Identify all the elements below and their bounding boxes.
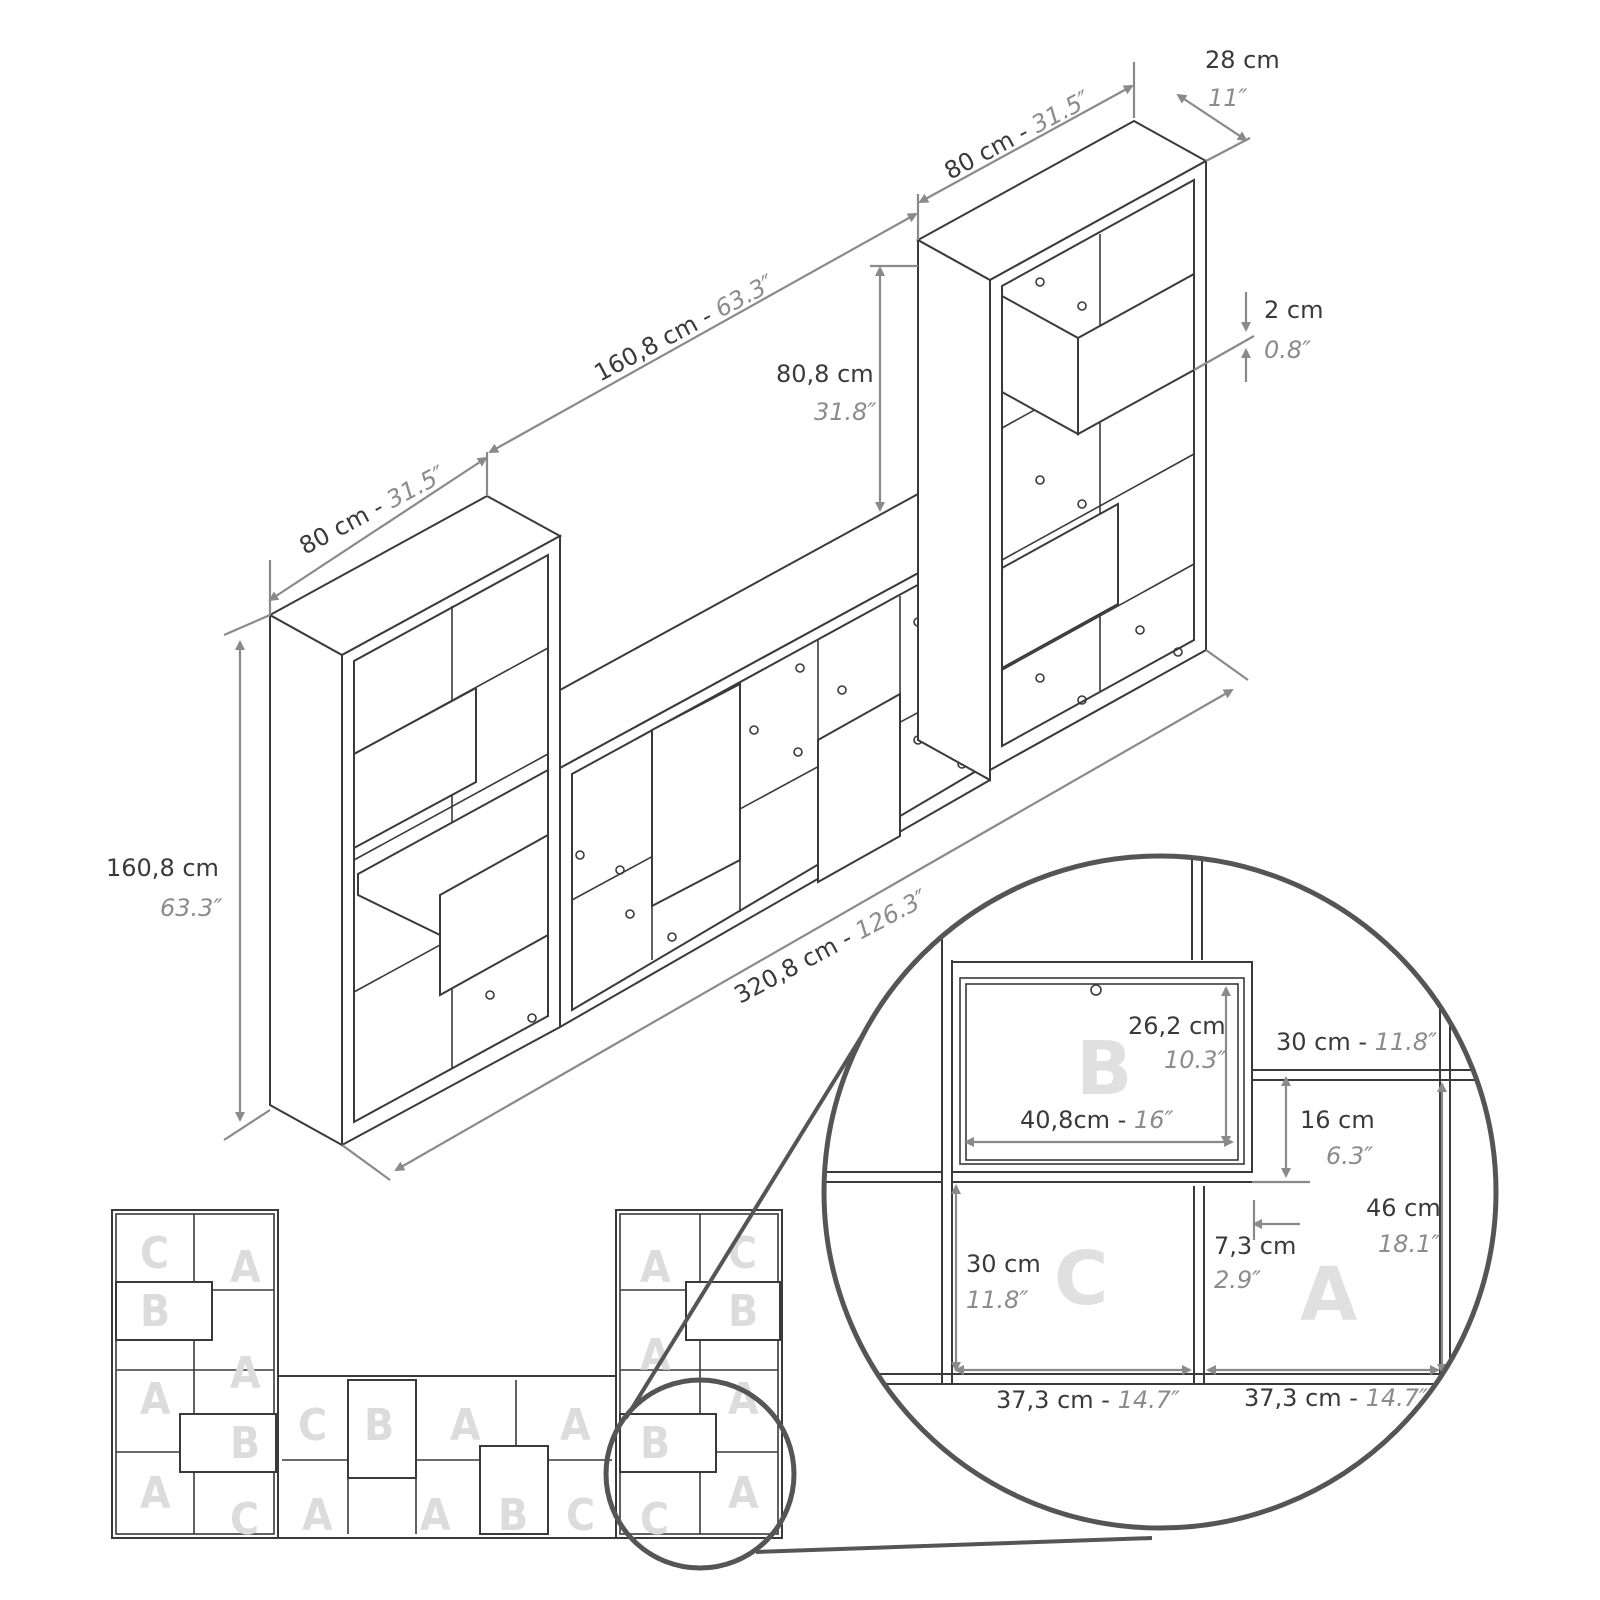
- magnifier-small-circle: [603, 1377, 797, 1571]
- middle-height-in: 31.8″: [814, 398, 876, 426]
- layout-letter: A: [140, 1374, 171, 1425]
- gap-16-in: 6.3″: [1326, 1142, 1373, 1170]
- depth-cm: 28 cm: [1205, 46, 1280, 74]
- front-layout-elevation: C A B A A B A C C B A A A A B C A C B A …: [111, 1024, 1153, 1571]
- layout-letter: A: [450, 1400, 481, 1451]
- layout-letter: C: [728, 1228, 757, 1279]
- layout-letter: A: [728, 1468, 759, 1519]
- layout-letter: B: [640, 1418, 670, 1469]
- layout-letter: A: [420, 1490, 451, 1541]
- layout-letter: B: [364, 1400, 394, 1451]
- total-height-cm: 160,8 cm: [106, 854, 219, 882]
- layout-letter: A: [640, 1242, 671, 1293]
- box-b-height-in: 10.3″: [1164, 1046, 1226, 1074]
- layout-letter: C: [230, 1494, 259, 1545]
- layout-letter: B: [230, 1418, 260, 1469]
- middle-width-label: 160,8 cm - 63.3″: [590, 269, 779, 387]
- detail-letter-c: C: [1054, 1236, 1108, 1322]
- detail-letter-b: B: [1076, 1026, 1132, 1112]
- middle-height-cm: 80,8 cm: [776, 360, 874, 388]
- offset-73-in: 2.9″: [1214, 1266, 1261, 1294]
- detail-letter-a: A: [1300, 1252, 1357, 1338]
- cell-46-in: 18.1″: [1378, 1230, 1440, 1258]
- box-b-height-cm: 26,2 cm: [1128, 1012, 1226, 1040]
- layout-letter: C: [566, 1490, 595, 1541]
- layout-letter: A: [140, 1468, 171, 1519]
- right-tower: [915, 119, 1209, 782]
- cell-c-height-in: 11.8″: [966, 1286, 1028, 1314]
- box-b-width-label: 40,8cm - 16″: [1020, 1106, 1173, 1134]
- depth-in: 11″: [1208, 84, 1248, 112]
- gap-16-cm: 16 cm: [1300, 1106, 1375, 1134]
- layout-letter: A: [230, 1242, 261, 1293]
- thickness-cm: 2 cm: [1264, 296, 1323, 324]
- layout-letter: A: [560, 1400, 591, 1451]
- total-height-in: 63.3″: [160, 894, 222, 922]
- layout-letter: C: [640, 1494, 669, 1545]
- cell-46-cm: 46 cm: [1366, 1194, 1441, 1222]
- thickness-in: 0.8″: [1264, 336, 1311, 364]
- layout-letter: C: [140, 1228, 169, 1279]
- detail-magnified-view: B C A 26,2 cm 10.3″ 40,8cm - 16″ 30 cm -…: [821, 853, 1499, 1531]
- layout-letter: B: [498, 1490, 528, 1541]
- layout-letter: C: [298, 1400, 327, 1451]
- cell-c-height-cm: 30 cm: [966, 1250, 1041, 1278]
- left-tower: [267, 494, 563, 1147]
- layout-letter: B: [140, 1286, 170, 1337]
- layout-letter: B: [728, 1286, 758, 1337]
- layout-letter: A: [302, 1490, 333, 1541]
- layout-letter: A: [230, 1348, 261, 1399]
- magnifier-tangent-bottom: [755, 1536, 1153, 1554]
- cell-width-top-label: 30 cm - 11.8″: [1276, 1028, 1437, 1056]
- cell-c-width-label: 37,3 cm - 14.7″: [996, 1386, 1180, 1414]
- magnifier-tangent-top: [624, 1024, 870, 1420]
- dimension-lines: [223, 62, 1255, 1181]
- magnifier-large-circle: [821, 853, 1499, 1531]
- cell-a-width-label: 37,3 cm - 14.7″: [1244, 1384, 1428, 1412]
- offset-73-cm: 7,3 cm: [1214, 1232, 1296, 1260]
